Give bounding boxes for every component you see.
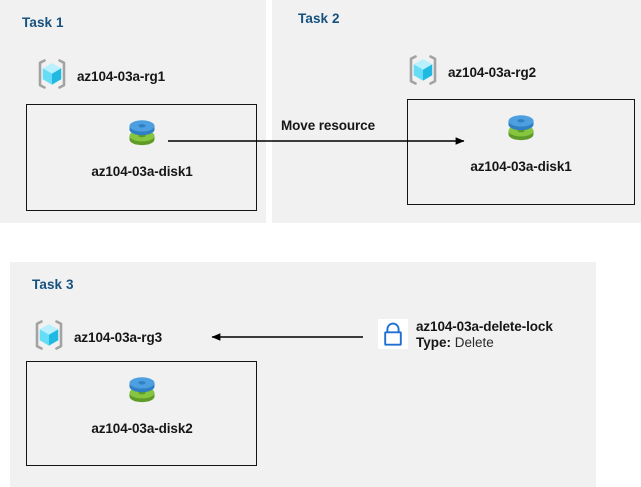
resource-group-task-1: az104-03a-rg1	[35, 57, 165, 96]
disk-label-task-2: az104-03a-disk1	[470, 159, 572, 174]
resource-group-label-task-1: az104-03a-rg1	[77, 69, 166, 84]
delete-lock-arrow	[211, 333, 363, 341]
disk-resource-task-3: az104-03a-disk2	[77, 371, 207, 436]
lock-icon	[378, 319, 408, 349]
managed-disk-icon	[122, 114, 162, 159]
move-resource-arrow	[168, 137, 465, 145]
delete-lock-text: az104-03a-delete-lock Type: Delete	[416, 318, 553, 352]
resource-group-task-2: az104-03a-rg2	[406, 53, 536, 92]
resource-group-icon	[32, 318, 66, 357]
resource-box-task-3	[26, 361, 257, 466]
delete-lock-block: az104-03a-delete-lock Type: Delete	[378, 318, 553, 352]
disk-resource-task-2: az104-03a-disk1	[456, 109, 586, 174]
panel-title-task-1: Task 1	[22, 15, 64, 30]
disk-label-task-1: az104-03a-disk1	[91, 164, 193, 179]
resource-group-icon	[406, 53, 440, 92]
disk-resource-task-1: az104-03a-disk1	[77, 114, 207, 179]
delete-lock-type-line: Type: Delete	[416, 335, 553, 351]
delete-lock-name: az104-03a-delete-lock	[416, 319, 553, 334]
panel-title-task-3: Task 3	[32, 277, 74, 292]
resource-group-task-3: az104-03a-rg3	[32, 318, 162, 357]
disk-label-task-3: az104-03a-disk2	[91, 421, 193, 436]
move-resource-caption: Move resource	[281, 118, 375, 133]
managed-disk-icon	[501, 109, 541, 154]
resource-group-icon	[35, 57, 69, 96]
resource-group-label-task-3: az104-03a-rg3	[74, 330, 163, 345]
managed-disk-icon	[122, 371, 162, 416]
delete-lock-type-key: Type:	[416, 335, 452, 351]
resource-group-label-task-2: az104-03a-rg2	[448, 65, 537, 80]
panel-title-task-2: Task 2	[298, 11, 340, 26]
delete-lock-type-value: Delete	[454, 335, 494, 351]
